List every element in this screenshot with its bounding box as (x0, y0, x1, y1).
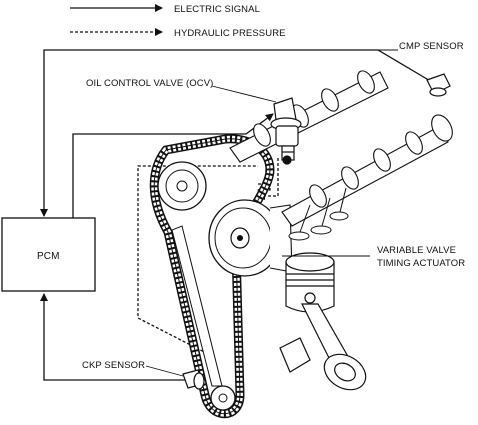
ckp-sensor-label: CKP SENSOR (82, 360, 145, 371)
ocv-component (270, 97, 302, 165)
legend-electric-label: ELECTRIC SIGNAL (174, 4, 260, 15)
exhaust-cam-sprocket (157, 161, 207, 211)
pcm-box: PCM (1, 217, 96, 292)
legend: ELECTRIC SIGNAL HYDRAULIC PRESSURE (70, 4, 286, 39)
connecting-rod (279, 303, 367, 391)
exhaust-camshaft (229, 70, 389, 163)
crank-sprocket (210, 385, 236, 411)
intake-camshaft (281, 114, 453, 227)
ckp-sensor (182, 369, 205, 390)
ckp-leader (145, 365, 184, 377)
hydraulic-line-feed (137, 165, 258, 357)
vvt-label-line1: VARIABLE VALVE (377, 245, 456, 256)
cmp-sensor (426, 73, 451, 97)
cmp-signal-wire (40, 49, 433, 217)
pcm-label: PCM (37, 251, 60, 262)
piston (285, 252, 335, 313)
ocv-label: OIL CONTROL VALVE (OCV) (86, 78, 213, 89)
ocv-leader (211, 85, 277, 103)
vvt-actuator (208, 199, 293, 277)
cmp-sensor-label: CMP SENSOR (399, 41, 464, 52)
valves (288, 187, 349, 241)
ckp-signal-wire (40, 293, 185, 381)
legend-hydraulic-label: HYDRAULIC PRESSURE (174, 28, 286, 39)
vvt-label-line2: TIMING ACTUATOR (377, 258, 465, 269)
